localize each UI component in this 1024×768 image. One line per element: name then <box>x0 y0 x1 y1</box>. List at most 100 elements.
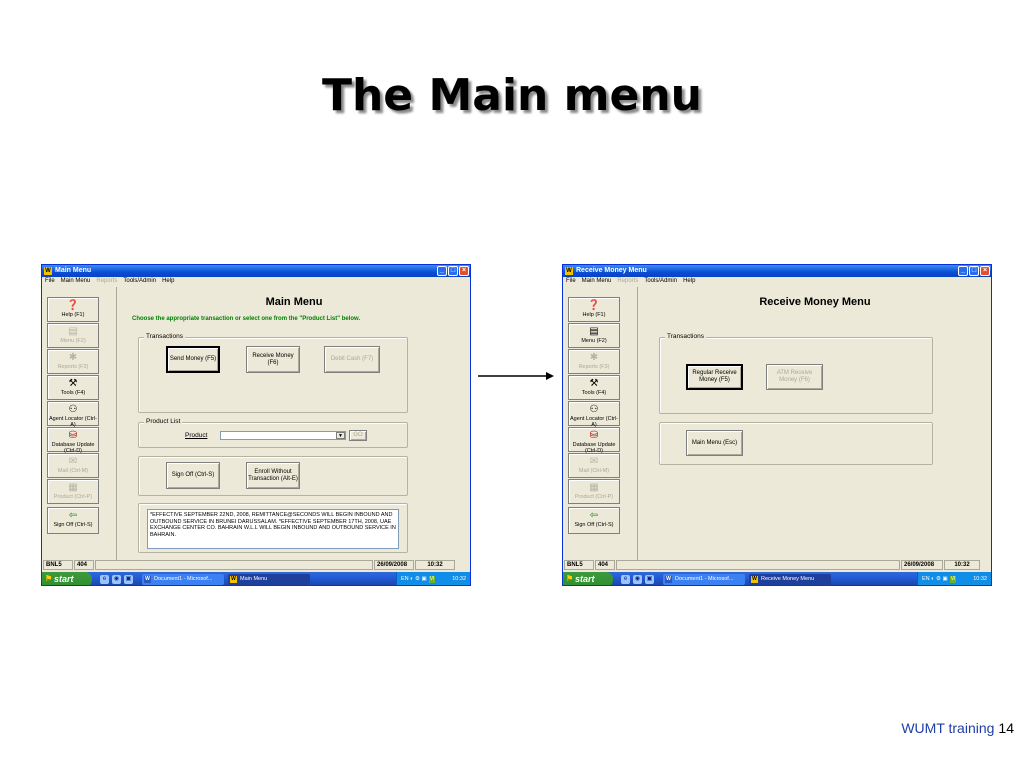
transactions-group: Transactions Send Money (F5) Receive Mon… <box>138 333 408 413</box>
close-button[interactable]: × <box>459 266 469 276</box>
ie-icon[interactable]: e <box>100 575 109 584</box>
sidebar-mail-button: ✉Mail (Ctrl-M) <box>47 453 99 478</box>
tools-icon: ⚒ <box>68 378 78 389</box>
tools-icon: ⚒ <box>589 378 599 389</box>
media-icon[interactable]: ◉ <box>633 575 642 584</box>
menu-icon: ▤ <box>68 326 78 337</box>
sidebar: ❓Help (F1) ▤Menu (F2) ✱Reports (F3) ⚒Too… <box>563 287 638 560</box>
menu-bar: File Main Menu Reports Tools/Admin Help <box>42 277 470 286</box>
slide-title: The Main menu <box>321 70 703 121</box>
status-bar: BNL5 404 26/09/2008 10:32 <box>42 560 470 571</box>
window-title: Receive Money Menu <box>576 267 647 274</box>
antivirus-icon: VI <box>949 576 957 583</box>
binoculars-icon: ⚇ <box>68 404 78 415</box>
sidebar-reports-button: ✱Reports (F3) <box>568 349 620 374</box>
transactions-legend: Transactions <box>144 333 185 340</box>
footer-brand: WUMT training <box>901 720 995 736</box>
sidebar-agent-locator-button[interactable]: ⚇Agent Locator (Ctrl-A) <box>47 401 99 428</box>
minimize-button[interactable]: _ <box>958 266 968 276</box>
menu-tools-admin[interactable]: Tools/Admin <box>644 278 678 284</box>
menu-reports: Reports <box>96 278 118 284</box>
send-money-button[interactable]: Send Money (F5) <box>166 346 220 373</box>
tray-clock: 10:32 <box>452 576 466 582</box>
tray-clock: 10:32 <box>973 576 987 582</box>
sidebar-tools-button[interactable]: ⚒Tools (F4) <box>568 375 620 400</box>
sign-off-button[interactable]: Sign Off (Ctrl-S) <box>166 462 220 489</box>
antivirus-icon: VI <box>428 576 436 583</box>
desktop-icon[interactable]: ▣ <box>645 575 654 584</box>
transactions-group: Transactions Regular Receive Money (F5) … <box>659 333 933 414</box>
go-button: GO <box>349 430 367 441</box>
reports-icon: ✱ <box>589 352 599 363</box>
page-number: 14 <box>998 720 1014 736</box>
start-button[interactable]: ⚑start <box>42 572 92 585</box>
signoff-icon: ⇦ <box>589 510 599 521</box>
menu-tools-admin[interactable]: Tools/Admin <box>123 278 157 284</box>
main-content: Receive Money Menu Transactions Regular … <box>639 287 991 560</box>
sidebar-database-update-button[interactable]: ⛁Database Update (Ctrl-D) <box>47 427 99 454</box>
minimize-button[interactable]: _ <box>437 266 447 276</box>
maximize-button[interactable]: □ <box>448 266 458 276</box>
main-menu-button[interactable]: Main Menu (Esc) <box>686 430 743 456</box>
menu-file[interactable]: File <box>566 278 576 284</box>
title-bar: W Receive Money Menu _ □ × <box>563 265 991 277</box>
sidebar-agent-locator-button[interactable]: ⚇Agent Locator (Ctrl-A) <box>568 401 620 428</box>
close-button[interactable]: × <box>980 266 990 276</box>
signoff-group: Sign Off (Ctrl-S) Enroll Without Transac… <box>138 456 408 496</box>
sidebar-menu-button[interactable]: ▤Menu (F2) <box>568 323 620 348</box>
mail-icon: ✉ <box>68 456 78 467</box>
app-w-icon: W <box>565 267 573 275</box>
media-icon[interactable]: ◉ <box>112 575 121 584</box>
product-select[interactable]: ▼ <box>220 431 346 440</box>
menu-help[interactable]: Help <box>162 278 175 284</box>
status-date: 26/09/2008 <box>374 560 414 570</box>
chevron-down-icon[interactable]: ▼ <box>336 432 345 439</box>
ie-icon[interactable]: e <box>621 575 630 584</box>
sidebar: ❓Help (F1) ▤Menu (F2) ✱Reports (F3) ⚒Too… <box>42 287 117 560</box>
status-date: 26/09/2008 <box>901 560 943 570</box>
word-icon: W <box>665 576 672 583</box>
start-button[interactable]: ⚑start <box>563 572 613 585</box>
status-time: 10:32 <box>944 560 980 570</box>
status-code: 404 <box>595 560 615 570</box>
app-w-icon: W <box>230 576 237 583</box>
binoculars-icon: ⚇ <box>589 404 599 415</box>
regular-receive-money-button[interactable]: Regular Receive Money (F5) <box>686 364 743 390</box>
debit-cash-button: Debit Cash (F7) <box>324 346 380 373</box>
sidebar-tools-button[interactable]: ⚒Tools (F4) <box>47 375 99 400</box>
sidebar-database-update-button[interactable]: ⛁Database Update (Ctrl-D) <box>568 427 620 454</box>
desktop-icon[interactable]: ▣ <box>124 575 133 584</box>
menu-help[interactable]: Help <box>683 278 696 284</box>
sidebar-help-button[interactable]: ❓Help (F1) <box>47 297 99 322</box>
menu-main-menu[interactable]: Main Menu <box>60 278 91 284</box>
status-terminal: BNL5 <box>564 560 594 570</box>
arrow-icon <box>478 372 554 380</box>
status-time: 10:32 <box>415 560 455 570</box>
enroll-without-transaction-button[interactable]: Enroll Without Transaction (Alt-E) <box>246 462 300 489</box>
sidebar-help-button[interactable]: ❓Help (F1) <box>568 297 620 322</box>
sidebar-sign-off-button[interactable]: ⇦Sign Off (Ctrl-S) <box>568 507 620 534</box>
title-bar: W Main Menu _ □ × <box>42 265 470 277</box>
maximize-button[interactable]: □ <box>969 266 979 276</box>
status-bar: BNL5 404 26/09/2008 10:32 <box>563 560 991 571</box>
windows-flag-icon: ⚑ <box>45 574 53 583</box>
status-message <box>95 560 373 570</box>
main-content: Main Menu Choose the appropriate transac… <box>118 287 470 560</box>
help-icon: ❓ <box>587 300 601 311</box>
receive-money-button[interactable]: Receive Money (F6) <box>246 346 300 373</box>
sidebar-sign-off-button[interactable]: ⇦Sign Off (Ctrl-S) <box>47 507 99 534</box>
menu-icon: ▤ <box>589 326 599 337</box>
sidebar-mail-button: ✉Mail (Ctrl-M) <box>568 453 620 478</box>
menu-main-menu[interactable]: Main Menu <box>581 278 612 284</box>
page-subheading: Choose the appropriate transaction or se… <box>132 316 361 322</box>
tray-icons: ◐ ⚙ ▣ <box>410 576 427 582</box>
menu-file[interactable]: File <box>45 278 55 284</box>
status-code: 404 <box>74 560 94 570</box>
